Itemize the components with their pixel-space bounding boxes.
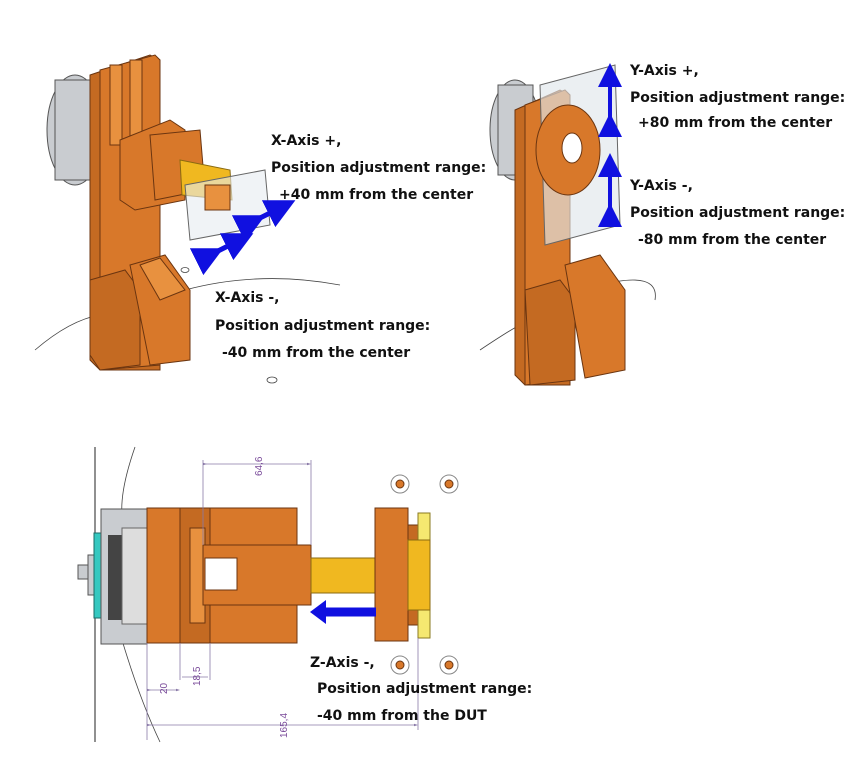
y-axis-fixture <box>479 63 656 386</box>
y-minus-range-label: Position adjustment range: <box>630 205 845 221</box>
mounting-holes <box>390 474 459 675</box>
z-minus-range-label: Position adjustment range: <box>317 681 532 697</box>
x-minus-value: -40 mm from the center <box>222 345 410 361</box>
x-plus-arrow <box>231 200 296 243</box>
x-plus-title: X-Axis +, <box>271 133 341 149</box>
x-plus-value: +40 mm from the center <box>279 187 473 203</box>
y-minus-value: -80 mm from the center <box>638 232 826 248</box>
x-minus-range-label: Position adjustment range: <box>215 318 430 334</box>
y-minus-title: Y-Axis -, <box>629 178 693 194</box>
z-minus-value: -40 mm from the DUT <box>317 708 487 724</box>
z-minus-title: Z-Axis -, <box>310 655 375 671</box>
dimension-18-5: 18,5 <box>192 666 203 686</box>
y-plus-range-label: Position adjustment range: <box>630 90 845 106</box>
x-minus-title: X-Axis -, <box>215 290 279 306</box>
y-plus-title: Y-Axis +, <box>629 63 699 79</box>
dimension-165-4: 165,4 <box>279 713 290 738</box>
y-plus-value: +80 mm from the center <box>638 115 832 131</box>
shaft <box>310 557 377 594</box>
x-minus-arrow <box>189 233 254 276</box>
dimension-20: 20 <box>159 682 170 694</box>
z-axis-top-view <box>77 446 459 743</box>
pulley <box>121 527 148 625</box>
x-plus-range-label: Position adjustment range: <box>271 160 486 176</box>
z-minus-arrow-head <box>310 600 326 624</box>
dimension-64-6: 64,6 <box>254 456 265 476</box>
x-axis-fixture <box>34 54 341 384</box>
